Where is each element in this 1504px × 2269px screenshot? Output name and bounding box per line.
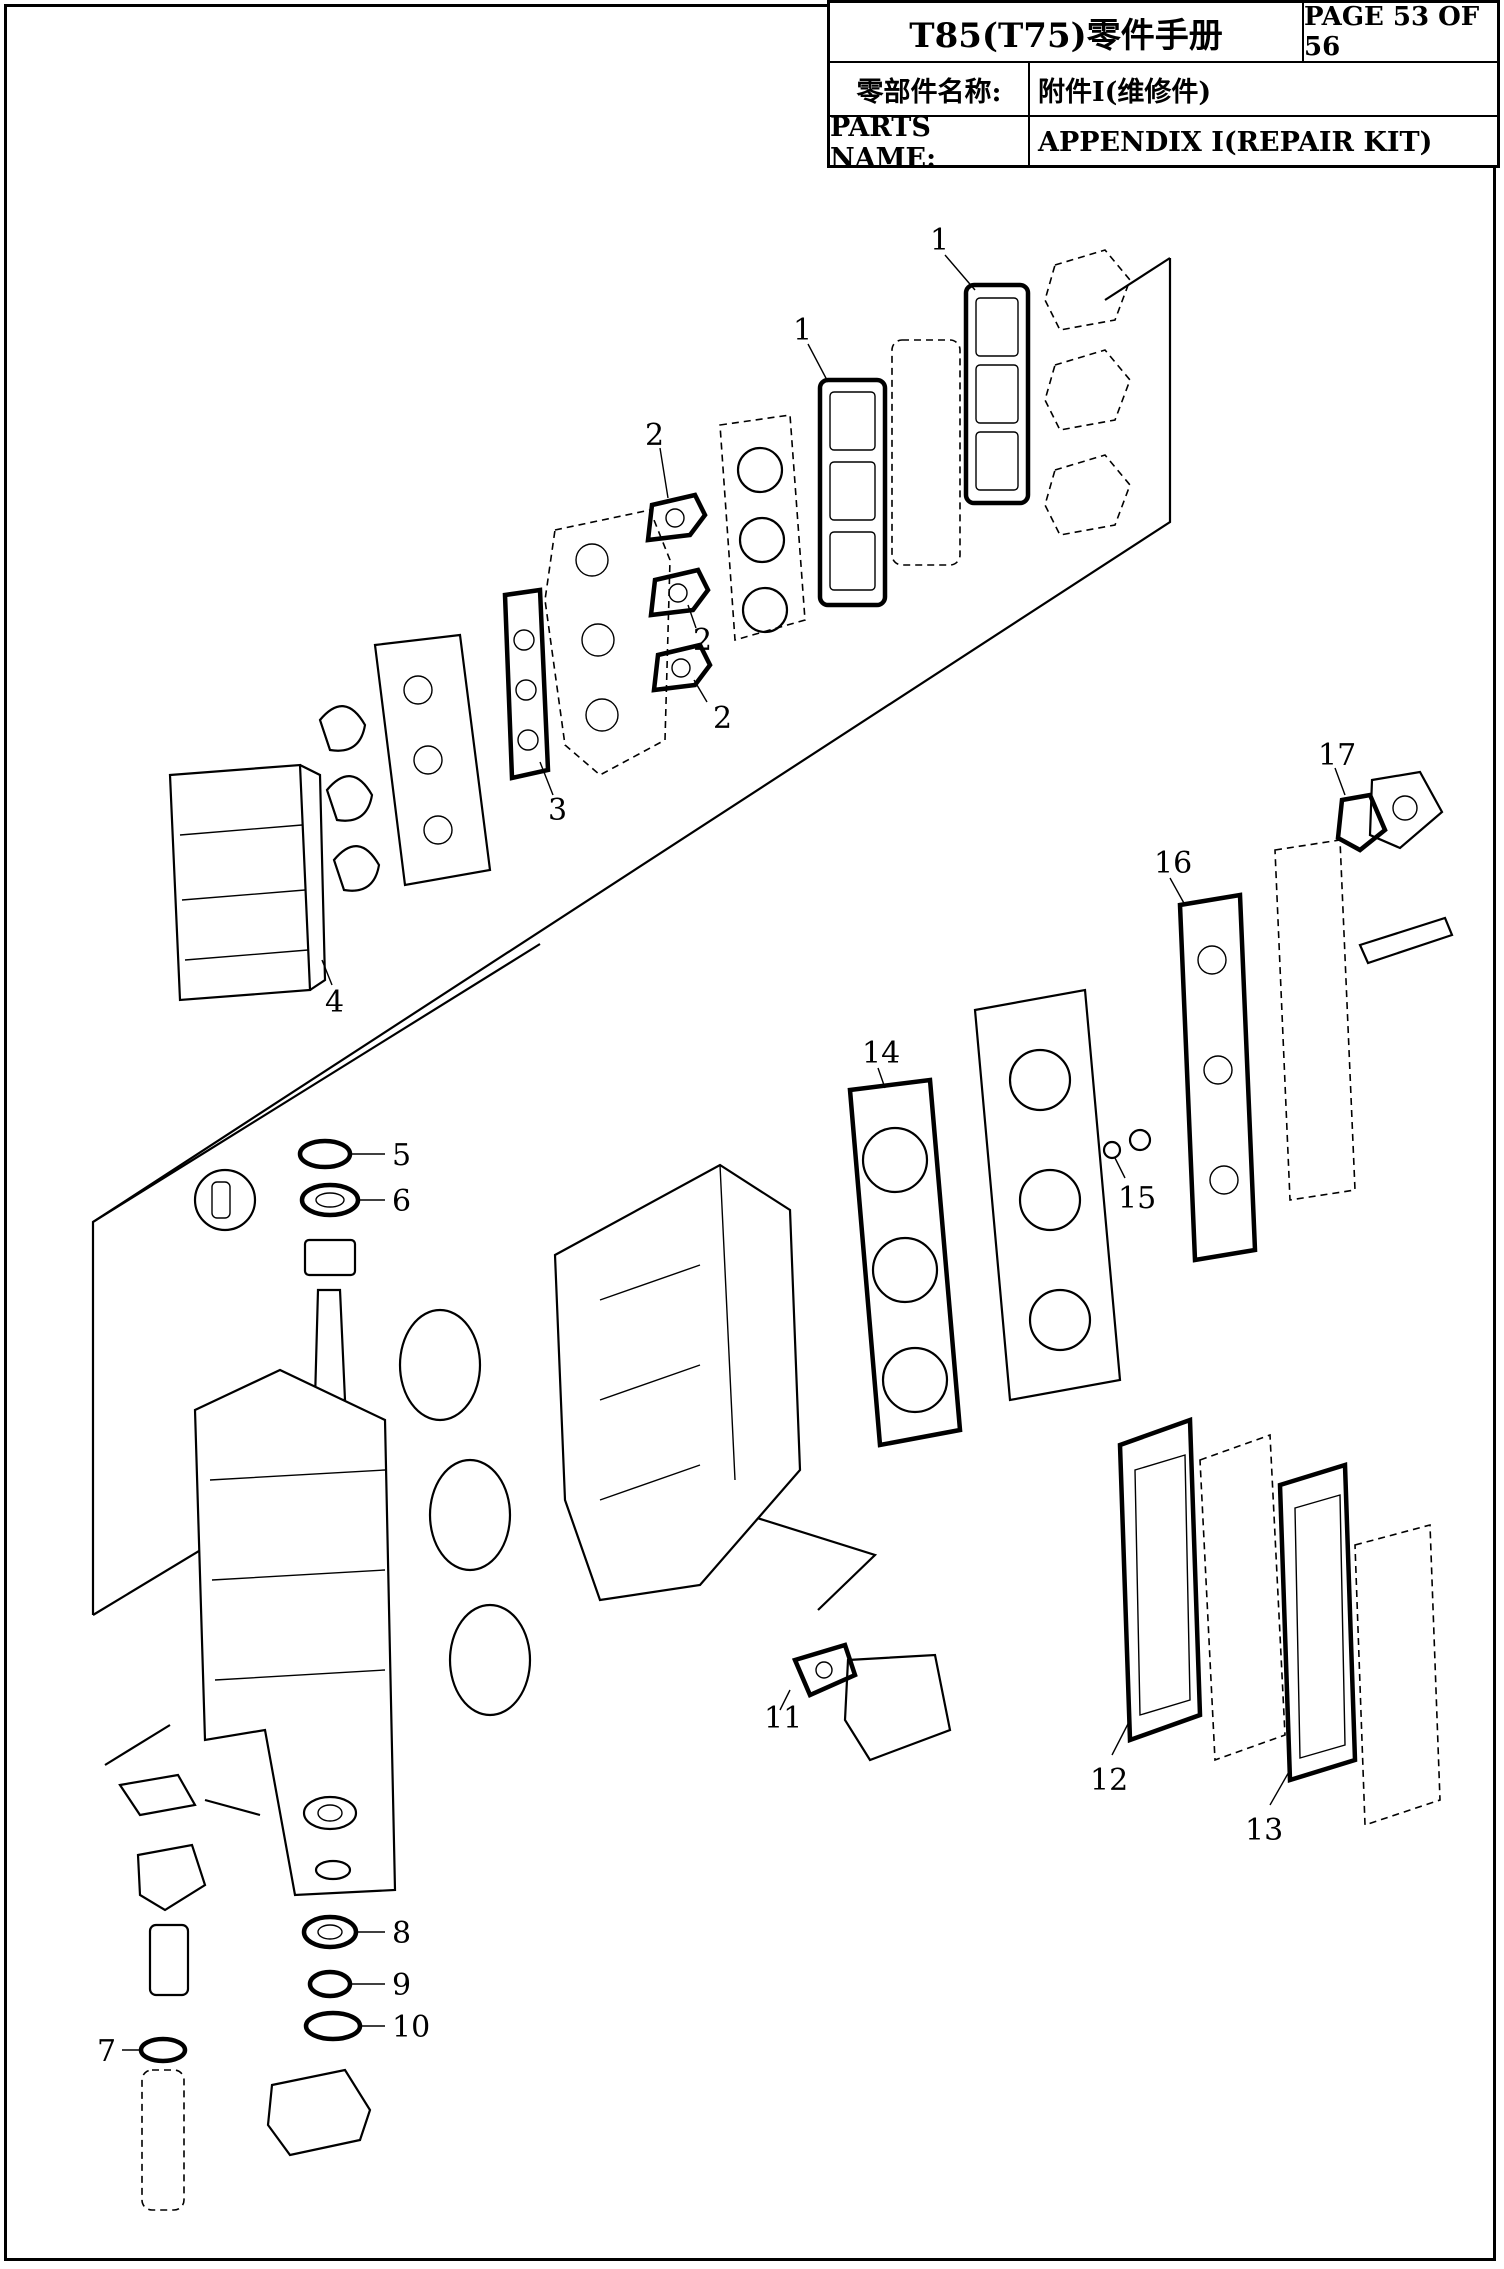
reed-valve-assembly bbox=[1044, 249, 1131, 536]
retaining-clip bbox=[314, 1859, 352, 1881]
lower-oil-seal-small bbox=[307, 1969, 353, 1999]
fuel-pump bbox=[843, 1653, 952, 1762]
callout-2-upper: 2 bbox=[645, 418, 664, 453]
flywheel-cover bbox=[168, 763, 312, 1002]
fuel-filter-assembly bbox=[136, 1843, 207, 1997]
callout-6: 6 bbox=[392, 1184, 411, 1219]
callouts: 1 1 2 2 2 3 4 5 6 7 8 9 10 11 12 13 14 1… bbox=[97, 223, 1356, 2069]
page-indicator: PAGE 53 OF 56 bbox=[1304, 2, 1480, 62]
silencer-gasket bbox=[502, 587, 551, 781]
lower-o-ring bbox=[303, 2010, 363, 2042]
reed-valve-gasket-small bbox=[817, 377, 888, 608]
thermostat-cover bbox=[1368, 770, 1444, 850]
callout-3: 3 bbox=[548, 793, 567, 828]
thermostat-gasket bbox=[1335, 792, 1388, 853]
callout-12: 12 bbox=[1090, 1763, 1128, 1798]
reed-valve-plate bbox=[891, 339, 961, 566]
flywheel-cover-gasket bbox=[299, 764, 327, 991]
callout-13: 13 bbox=[1245, 1813, 1283, 1848]
reed-valve-gasket-large bbox=[963, 282, 1031, 506]
parts-name-value-cn: 附件Ⅰ(维修件) bbox=[1038, 76, 1212, 108]
callout-5: 5 bbox=[392, 1138, 411, 1173]
callout-4: 4 bbox=[325, 985, 344, 1020]
parts-name-value-en: APPENDIX Ⅰ(REPAIR KIT) bbox=[1038, 127, 1433, 158]
cylinder-head-gasket-outer bbox=[1177, 892, 1258, 1263]
crankshaft-o-ring bbox=[297, 1138, 353, 1170]
exhaust-inner-gasket bbox=[1117, 1416, 1203, 1744]
parts-name-cn-row: 零部件名称: 附件Ⅰ(维修件) bbox=[830, 63, 1497, 117]
exhaust-outer-cover bbox=[1354, 1523, 1441, 1827]
cylinder-head-cover bbox=[373, 633, 492, 887]
lower-bearing bbox=[302, 1795, 358, 1831]
callout-9: 9 bbox=[392, 1968, 411, 2003]
bracket-and-bolt bbox=[118, 1773, 261, 1817]
upper-bearing bbox=[303, 1238, 357, 1277]
callout-17: 17 bbox=[1318, 738, 1356, 773]
cylinder-head-gasket bbox=[847, 1077, 963, 1448]
lower-oil-seal bbox=[301, 1914, 359, 1950]
cylinder-block bbox=[553, 1163, 802, 1602]
exhaust-inner-cover bbox=[1199, 1433, 1286, 1762]
oil-seal-housing bbox=[266, 2068, 372, 2157]
cylinder-head bbox=[973, 988, 1122, 1402]
fuel-filter-cup bbox=[141, 2069, 185, 2211]
page-frame bbox=[4, 4, 1496, 2261]
callout-16: 16 bbox=[1154, 846, 1192, 881]
spark-plug-cap-2 bbox=[325, 775, 374, 822]
crankshaft-oil-seal bbox=[299, 1182, 361, 1218]
spark-plug bbox=[1358, 916, 1454, 965]
crankshaft-and-pistons bbox=[313, 1288, 532, 1717]
exhaust-cover-plate bbox=[1274, 839, 1356, 1201]
title-block: T85(T75)零件手册 PAGE 53 OF 56 零部件名称: 附件Ⅰ(维修… bbox=[827, 0, 1500, 174]
title-row: T85(T75)零件手册 PAGE 53 OF 56 bbox=[830, 2, 1497, 63]
callout-2-middle: 2 bbox=[693, 623, 712, 658]
callout-1-small-gasket: 1 bbox=[793, 313, 812, 348]
intake-gasket-3 bbox=[651, 642, 713, 693]
head-bolt-and-washer bbox=[1102, 1128, 1152, 1160]
callout-7: 7 bbox=[97, 2034, 116, 2069]
intake-gasket-2 bbox=[648, 567, 711, 618]
manual-title: T85(T75)零件手册 bbox=[830, 3, 1304, 61]
exhaust-outer-gasket bbox=[1277, 1461, 1358, 1784]
callout-11: 11 bbox=[764, 1701, 802, 1736]
callout-2-lower: 2 bbox=[713, 701, 732, 736]
fuel-pump-gasket bbox=[791, 1642, 858, 1698]
spark-plug-cap-1 bbox=[318, 705, 367, 752]
intake-gasket-1 bbox=[645, 492, 708, 543]
callout-8: 8 bbox=[392, 1916, 411, 1951]
crankcase bbox=[193, 1368, 397, 1897]
spark-plug-cap-3 bbox=[332, 845, 381, 892]
callout-14: 14 bbox=[862, 1036, 900, 1071]
intake-manifold bbox=[719, 414, 806, 642]
grease-tube-icon bbox=[193, 1168, 257, 1232]
parts-name-label-cn: 零部件名称: bbox=[830, 63, 1030, 115]
callout-10: 10 bbox=[392, 2010, 430, 2045]
callout-1-large-gasket: 1 bbox=[930, 223, 949, 258]
upper-group-boundary bbox=[91, 257, 1172, 1615]
intake-silencer bbox=[544, 509, 671, 776]
callout-15: 15 bbox=[1118, 1181, 1156, 1216]
fuel-filter-o-ring bbox=[138, 2036, 188, 2064]
